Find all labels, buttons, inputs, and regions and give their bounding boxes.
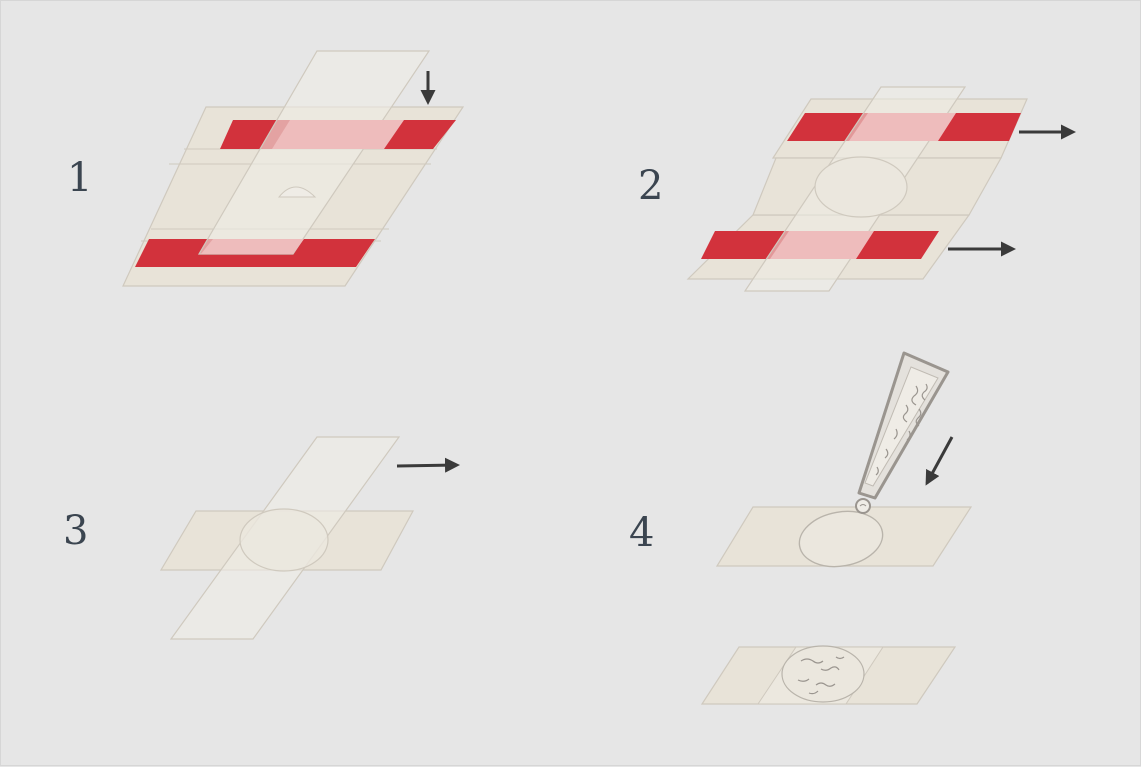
step-3-number: 3: [63, 508, 88, 554]
step-2-sample-circle: [814, 156, 908, 218]
step-1-tape-overlap-top: [272, 120, 404, 149]
step-4-number: 4: [629, 510, 654, 556]
step-2-panel: 2: [638, 86, 1076, 292]
step-1-tape-overlap-bottom: [201, 239, 304, 254]
step-1-droplet: [277, 186, 317, 198]
step-4-pipette-icon: [855, 351, 950, 514]
step-3-right-arrow-icon: [396, 457, 460, 473]
step-1-number: 1: [67, 155, 92, 201]
step-3-panel: 3: [63, 436, 460, 640]
step-4-diagonal-arrow-icon: [925, 436, 954, 486]
step-4-result-sample: [781, 645, 865, 703]
step-3-sample-circle: [239, 508, 329, 572]
step-2-tape-overlap-bottom: [770, 231, 874, 259]
step-2-tape-overlap-top: [849, 113, 956, 141]
step-4-panel: 4: [629, 351, 973, 705]
step-1-panel: 1: [67, 50, 465, 287]
step-4-result-specimens: [797, 656, 845, 695]
step-2-number: 2: [638, 163, 663, 209]
step-4-sample-drop: [798, 510, 884, 568]
